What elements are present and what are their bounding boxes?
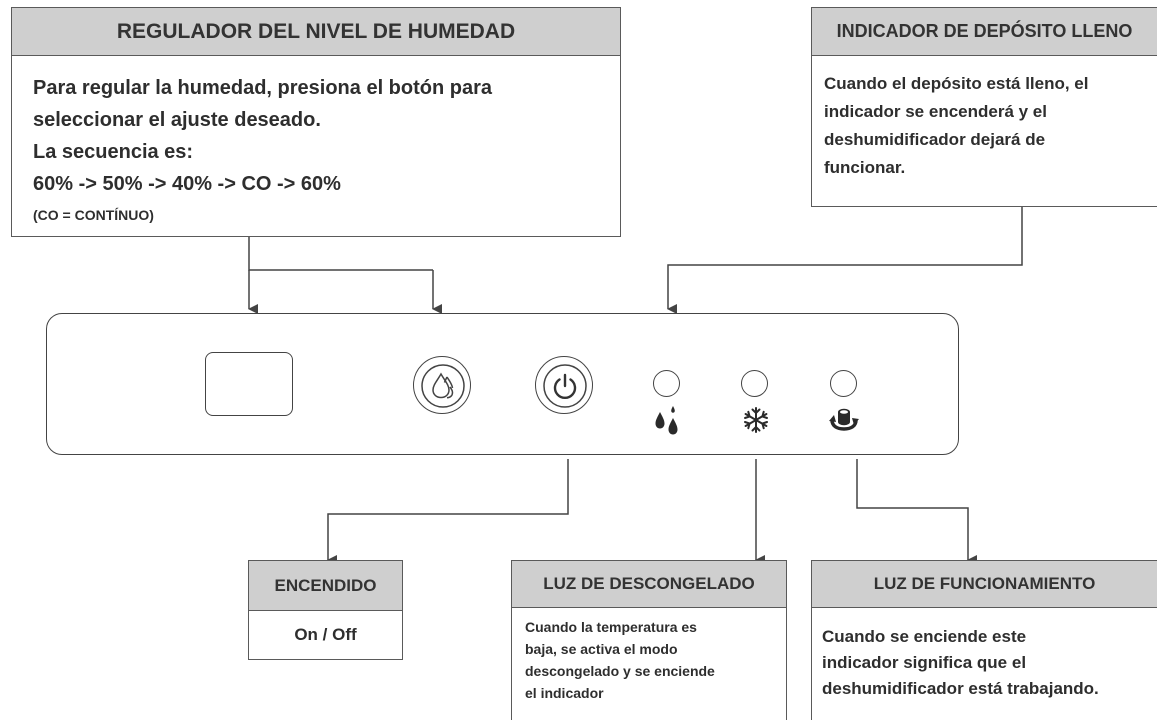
running-light-text: Cuando se enciende este indicador signif…	[812, 608, 1157, 702]
power-icon	[543, 364, 587, 408]
arrow-to-power-button	[327, 459, 569, 565]
arrow-to-run-led	[856, 459, 977, 565]
snowflake-icon	[744, 407, 768, 433]
defrost-line: Cuando la temperatura es	[525, 619, 697, 635]
defrost-line: descongelado y se enciende	[525, 663, 715, 679]
humidity-regulator-callout: REGULADOR DEL NIVEL DE HUMEDAD Para regu…	[11, 7, 621, 237]
defrost-line: baja, se activa el modo	[525, 641, 678, 657]
running-line: Cuando se enciende este	[822, 627, 1027, 646]
water-drops-icon	[421, 364, 465, 408]
tank-full-drops-icon	[655, 406, 678, 435]
humidity-regulator-text: Para regular la humedad, presiona el bot…	[12, 56, 620, 230]
running-light-callout: LUZ DE FUNCIONAMIENTO Cuando se enciende…	[811, 560, 1157, 720]
humidity-connector	[248, 237, 433, 271]
defrost-light-title: LUZ DE DESCONGELADO	[512, 561, 786, 608]
humidity-line: seleccionar el ajuste deseado.	[33, 109, 321, 131]
running-line: indicador significa que el	[822, 653, 1027, 672]
power-button[interactable]	[535, 356, 593, 414]
arrow-to-tank-led	[667, 207, 1023, 314]
power-title: ENCENDIDO	[249, 561, 402, 611]
running-led	[830, 370, 857, 397]
defrost-light-callout: LUZ DE DESCONGELADO Cuando la temperatur…	[511, 560, 787, 720]
humidity-display-window	[205, 352, 293, 416]
tank-line: Cuando el depósito está lleno, el	[824, 74, 1089, 93]
tank-line: deshumidificador dejará de	[824, 130, 1046, 149]
tank-full-text: Cuando el depósito está lleno, el indica…	[812, 56, 1157, 182]
defrost-line: el indicador	[525, 685, 604, 701]
humidity-button[interactable]	[413, 356, 471, 414]
tank-line: funcionar.	[824, 158, 906, 177]
defrost-led	[741, 370, 768, 397]
power-callout: ENCENDIDO On / Off	[248, 560, 403, 660]
tank-full-callout: INDICADOR DE DEPÓSITO LLENO Cuando el de…	[811, 7, 1157, 207]
humidity-line: La secuencia es:	[33, 141, 194, 163]
humidity-line: Para regular la humedad, presiona el bot…	[33, 77, 493, 99]
tank-full-led	[653, 370, 680, 397]
fan-rotation-icon	[829, 408, 859, 431]
humidity-sequence: 60% -> 50% -> 40% -> CO -> 60%	[33, 173, 341, 195]
humidity-note: (CO = CONTÍNUO)	[33, 207, 154, 223]
running-light-title: LUZ DE FUNCIONAMIENTO	[812, 561, 1157, 608]
humidity-regulator-title: REGULADOR DEL NIVEL DE HUMEDAD	[12, 8, 620, 56]
power-text: On / Off	[294, 625, 357, 644]
defrost-light-text: Cuando la temperatura es baja, se activa…	[512, 608, 786, 704]
tank-line: indicador se encenderá y el	[824, 102, 1047, 121]
running-line: deshumidificador está trabajando.	[822, 679, 1099, 698]
tank-full-title: INDICADOR DE DEPÓSITO LLENO	[812, 8, 1157, 56]
control-panel	[46, 313, 959, 455]
